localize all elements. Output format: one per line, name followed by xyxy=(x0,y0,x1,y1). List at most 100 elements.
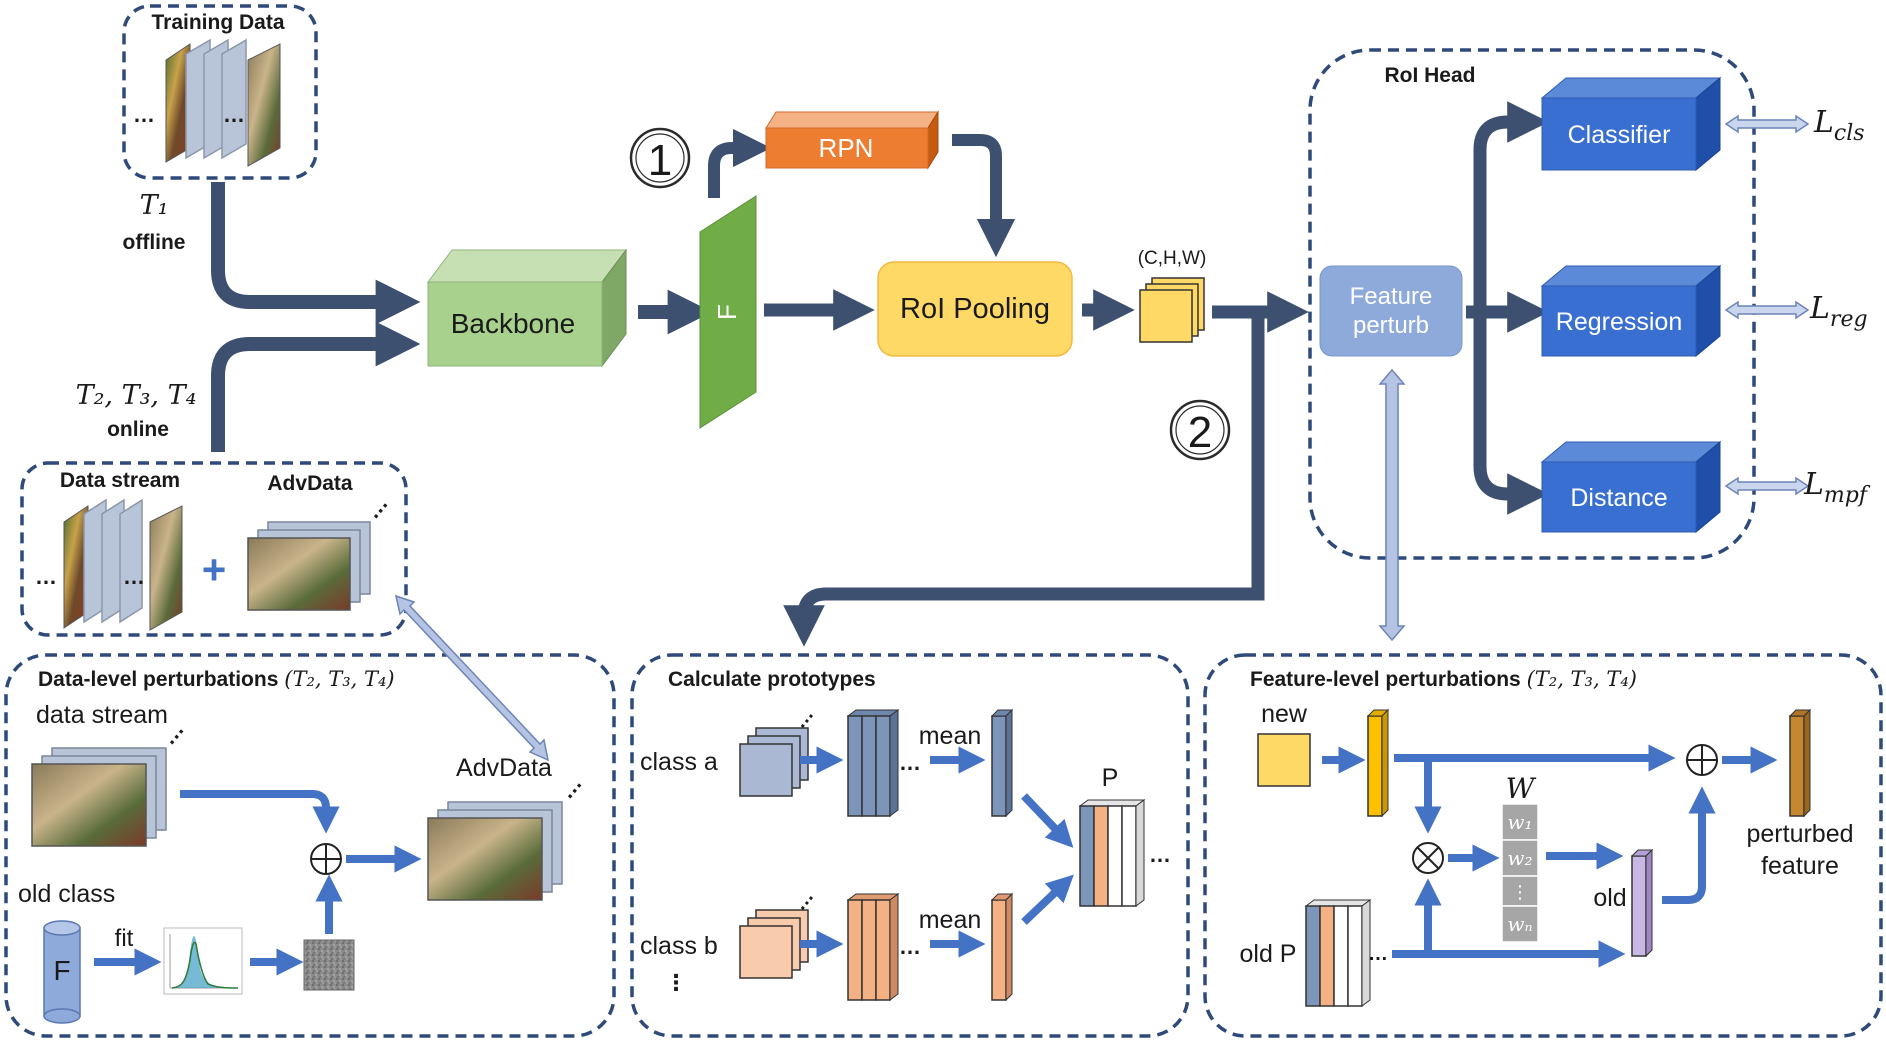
dl-noise-patch xyxy=(303,939,355,991)
step-one-label: 1 xyxy=(648,136,672,185)
cp-mean-a-bar xyxy=(990,708,1014,818)
cp-mean-b-label: mean xyxy=(919,906,982,934)
regression-label: Regression xyxy=(1556,308,1682,336)
f-feature-map: F xyxy=(699,195,757,429)
arrow-rpn-to-roipool xyxy=(952,134,1016,258)
data-stream-box xyxy=(20,461,408,637)
dl-fit-label: fit xyxy=(115,925,134,952)
advdata-top-dots: … xyxy=(360,491,393,524)
stream-dots-mid: … xyxy=(123,564,145,589)
arrow-offline-to-backbone xyxy=(211,182,421,325)
loss-cls: Lcls xyxy=(1813,105,1865,146)
training-data-title: Training Data xyxy=(151,11,284,34)
cp-class-b-features xyxy=(846,893,900,1001)
dl-advdata-label: AdvData xyxy=(456,754,552,782)
loss-reg: Lreg xyxy=(1809,291,1868,332)
fl-arrow-old-to-plus xyxy=(1662,786,1716,904)
cp-class-b-vdots: ⋮ xyxy=(665,970,687,995)
loss-mpf: Lmpf xyxy=(1803,467,1871,508)
fl-w1: w₁ xyxy=(1507,810,1532,834)
fl-new-square xyxy=(1257,733,1311,787)
classifier-block: Classifier xyxy=(1540,76,1722,172)
training-dots-left: … xyxy=(133,102,155,127)
roi-head-box xyxy=(1308,48,1756,560)
fl-w-label: W xyxy=(1506,772,1537,805)
feature-perturb-block: Feature perturb xyxy=(1319,265,1463,357)
dl-arrow-stream-to-add xyxy=(180,790,340,834)
arrow-online-to-backbone xyxy=(211,321,421,452)
feature-level-box xyxy=(1203,653,1883,1038)
fl-wvdots: ⋮ xyxy=(1511,882,1529,903)
cp-class-a-features xyxy=(846,709,900,817)
cp-prototype-matrix xyxy=(1078,799,1146,907)
distance-block: Distance xyxy=(1540,440,1722,534)
rpn-label: RPN xyxy=(819,133,874,163)
f-label: F xyxy=(712,304,742,320)
training-data-images: … … xyxy=(133,38,281,167)
advdata-top-images: … xyxy=(247,491,393,611)
advdata-top-title: AdvData xyxy=(267,472,353,495)
fl-perturbed-bar xyxy=(1788,708,1812,818)
fl-perturbed-label-1: perturbed xyxy=(1746,820,1853,848)
cp-dots-b: … xyxy=(899,934,921,959)
prototypes-title: Calculate prototypes xyxy=(668,668,876,691)
cp-mean-b-bar xyxy=(990,892,1014,1002)
chw-feature-stack: (C,H,W) xyxy=(1138,248,1207,343)
feature-perturb-label-1: Feature xyxy=(1350,283,1433,310)
backbone-block: Backbone xyxy=(427,248,627,368)
cp-arrow-b-to-p xyxy=(1021,874,1074,925)
dl-add-operator xyxy=(310,843,342,875)
loss-arrows xyxy=(1724,114,1810,496)
cp-class-a-stack: … xyxy=(739,703,818,797)
data-level-box xyxy=(4,653,616,1038)
roi-head-title: RoI Head xyxy=(1384,64,1475,87)
arrow-chw-to-prototypes xyxy=(783,312,1265,647)
fl-new-label: new xyxy=(1261,700,1308,728)
stream-dots-left: … xyxy=(35,564,57,589)
fl-old-label: old xyxy=(1593,884,1626,912)
fl-wn: wₙ xyxy=(1507,912,1532,936)
step-one-marker: 1 xyxy=(629,127,691,189)
fl-w-vector: w₁ w₂ ⋮ wₙ xyxy=(1501,803,1539,943)
fl-add-operator xyxy=(1686,744,1718,776)
dl-cylinder: F xyxy=(43,920,81,1024)
fl-old-p-matrix xyxy=(1304,899,1372,1007)
dl-old-class-label: old class xyxy=(18,880,115,908)
dl-adv-dots: … xyxy=(554,771,587,804)
online-label: online xyxy=(107,418,169,441)
cp-dots-a: … xyxy=(899,750,921,775)
arrow-to-classifier xyxy=(1473,101,1549,312)
classifier-label: Classifier xyxy=(1568,121,1671,149)
fl-old-bar xyxy=(1630,848,1654,958)
fl-new-bar xyxy=(1366,708,1390,818)
cp-class-a-label: class a xyxy=(640,748,718,776)
training-data-box xyxy=(122,4,318,180)
dl-data-stream-label: data stream xyxy=(36,701,168,729)
distance-label: Distance xyxy=(1570,484,1667,512)
rpn-block: RPN xyxy=(765,110,939,170)
t1-label: T₁ xyxy=(140,190,169,221)
perturb-link-arrow xyxy=(1378,368,1406,642)
cp-mean-a-label: mean xyxy=(919,722,982,750)
chw-label: (C,H,W) xyxy=(1138,248,1207,269)
roi-pooling-block: RoI Pooling xyxy=(877,261,1073,357)
training-dots-mid: … xyxy=(223,102,245,127)
cp-p-dots: … xyxy=(1149,842,1171,867)
dl-cylinder-label: F xyxy=(53,955,70,986)
arrow-f-to-rpn xyxy=(708,128,772,198)
prototypes-box xyxy=(630,653,1190,1038)
arrow-to-distance xyxy=(1473,312,1549,515)
feature-level-title: Feature-level perturbations (T₂, T₃, T₄) xyxy=(1250,667,1637,691)
data-stream-images: … … xyxy=(35,498,183,631)
roi-pooling-label: RoI Pooling xyxy=(900,293,1050,325)
dl-distribution-plot xyxy=(163,927,243,995)
dl-data-stream-images: … xyxy=(31,717,189,847)
cp-class-b-stack: … xyxy=(739,885,818,979)
t234-label: T₂, T₃, T₄ xyxy=(76,380,197,411)
offline-label: offline xyxy=(123,231,186,254)
dl-advdata-images: … xyxy=(427,771,587,901)
advdata-link-arrow xyxy=(394,594,550,762)
feature-perturb-label-2: perturb xyxy=(1353,312,1429,339)
step-two-label: 2 xyxy=(1188,408,1212,457)
